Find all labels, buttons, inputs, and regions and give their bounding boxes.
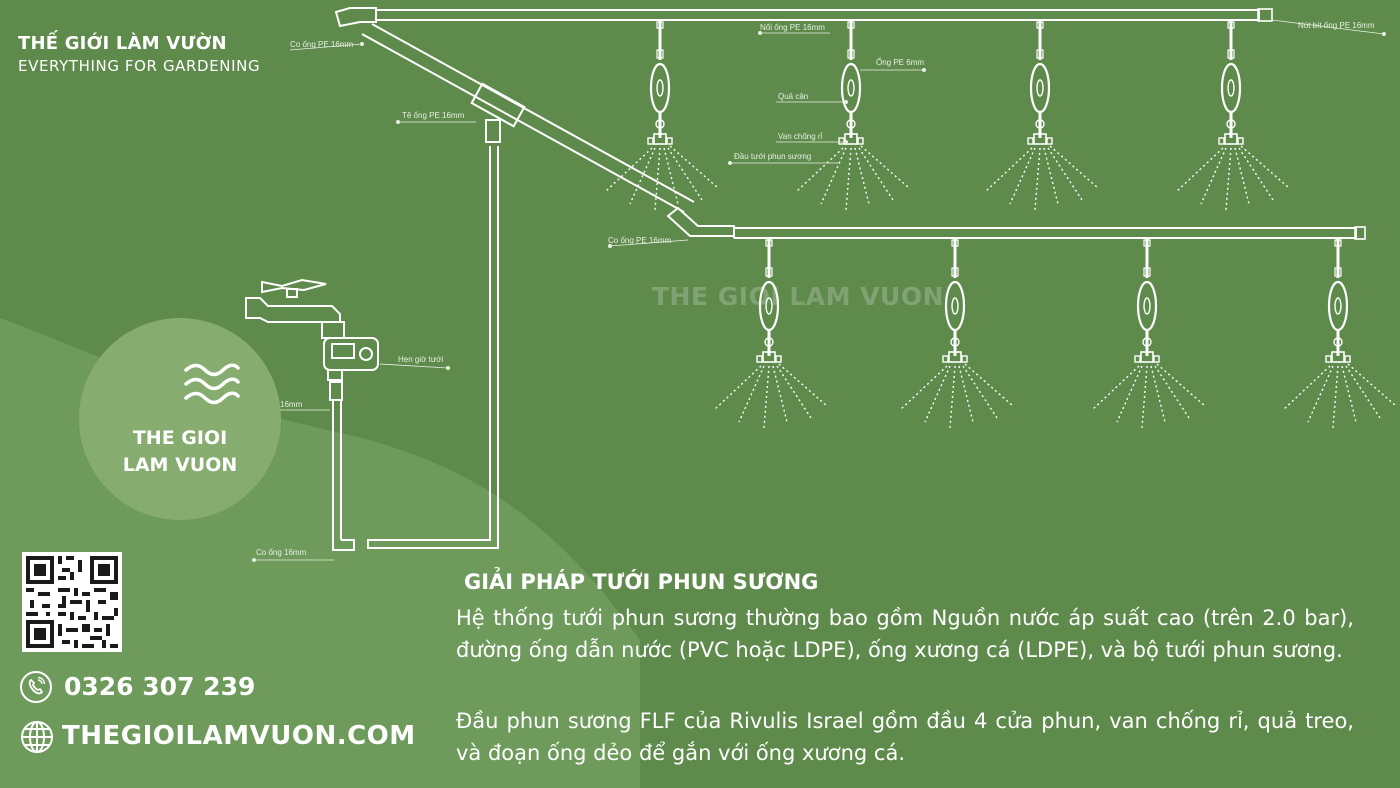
label-co-ong-bottom: Co ống 16mm [256, 548, 307, 557]
label-te-ong: Tê ống PE 16mm [402, 111, 465, 120]
paragraph-2: Đầu phun sương FLF của Rivulis Israel gồ… [456, 709, 1354, 765]
label-co-ong-mid: Co ống PE 16mm [608, 236, 672, 245]
waves-icon [184, 363, 240, 405]
brand-subtitle: EVERYTHING FOR GARDENING [18, 57, 261, 75]
paragraph-1: Hệ thống tưới phun sương thường bao gồm … [456, 606, 1354, 662]
label-nut-bit: Nút bít ống PE 16mm [1298, 21, 1375, 30]
qr-code[interactable] [22, 552, 122, 652]
phone-number[interactable]: 0326 307 239 [64, 672, 256, 701]
globe-icon [20, 720, 53, 753]
logo-line-1: THE GIOI [132, 427, 228, 449]
logo-circle [79, 318, 281, 520]
phone-icon [20, 671, 52, 703]
brand-title: THẾ GIỚI LÀM VƯỜN [18, 33, 227, 54]
label-van-chong-ri: Van chống rỉ [778, 132, 823, 141]
label-noi-ong: Nối ống PE 16mm [760, 23, 825, 32]
section-heading: GIẢI PHÁP TƯỚI PHUN SƯƠNG [464, 570, 819, 594]
label-pipe-16: 16mm [280, 400, 303, 409]
label-ong-pe: Ống PE 6mm [876, 58, 925, 67]
label-co-ong-top: Co ống PE 16mm [290, 40, 354, 49]
watermark: THE GIOI LAM VUON [652, 282, 945, 311]
website-link[interactable]: THEGIOILAMVUON.COM [62, 721, 416, 751]
label-qua-can: Quả cân [778, 92, 809, 101]
faucet-timer-icon [245, 278, 379, 551]
logo-text: THE GIOI LAM VUON [79, 425, 281, 479]
label-hen-gio: Hẹn giờ tưới [398, 355, 444, 364]
logo-line-2: LAM VUON [122, 454, 238, 476]
label-dau-tuoi: Đầu tưới phun sương [734, 152, 812, 161]
